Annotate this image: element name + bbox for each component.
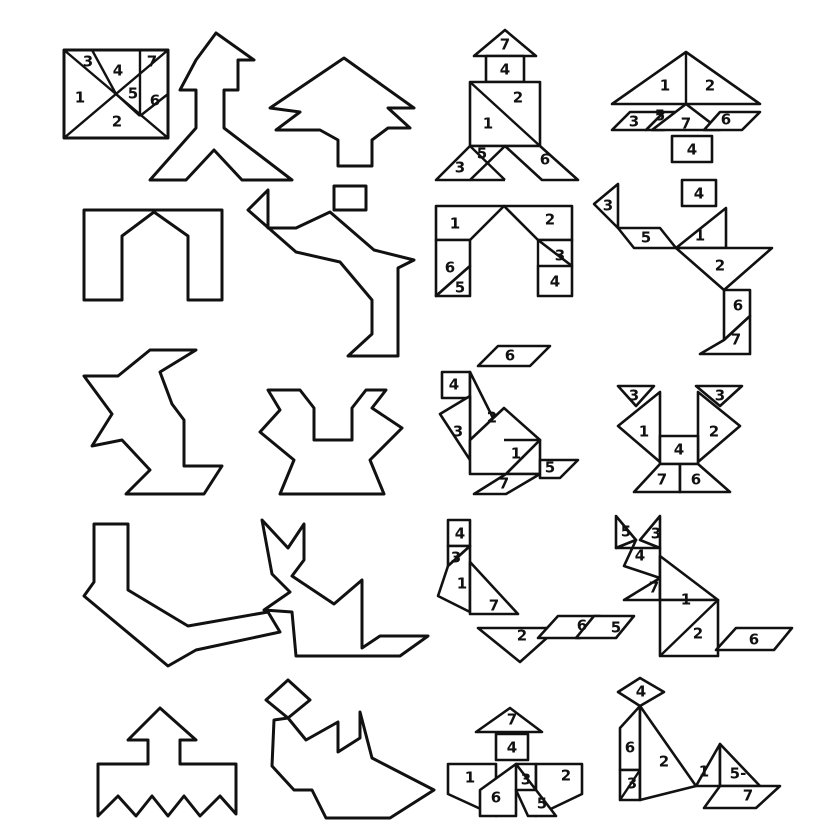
piece-label: 5	[128, 85, 138, 103]
piece-label: 3	[555, 247, 565, 265]
piece-label: 7	[681, 115, 691, 133]
cat-silhouette	[262, 520, 428, 656]
butterfly-solution: 3 3 1 2 4 7 6	[618, 386, 742, 492]
piece-label: 1	[699, 763, 709, 781]
rabbit-silhouette	[84, 350, 222, 494]
piece-label: 4	[507, 739, 517, 757]
piece-label: 7	[500, 36, 510, 54]
arch-solution: 1 2 6 5 3 4	[436, 206, 572, 297]
piece-label: 6	[491, 789, 501, 807]
piece-label: 6	[733, 297, 743, 315]
piece-label: 3	[603, 197, 613, 215]
piece-label: 7	[657, 471, 667, 489]
piece-label: 1	[465, 769, 475, 787]
piece-label: 6	[691, 471, 701, 489]
piece-label: 6	[577, 617, 587, 635]
piece-label: 2	[705, 77, 715, 95]
piece-label: 1	[511, 445, 521, 463]
piece-label: 5	[545, 459, 555, 477]
piece-label: 2	[709, 423, 719, 441]
piece-label: 3	[83, 53, 93, 71]
piece-label: 6	[625, 739, 635, 757]
piece-label: 7	[743, 787, 753, 805]
piece-label: 6	[540, 151, 550, 169]
bowl-silhouette	[260, 390, 402, 494]
cat-solution: 5 3 4 7 1 2 6	[616, 516, 792, 656]
piece-label: 2	[561, 767, 571, 785]
rabbit-solution: 6 4 2 3 1 7 5	[440, 346, 578, 494]
piece-label: 7	[731, 331, 741, 349]
boot-solution: 4 3 1 7 2 6 5	[438, 520, 634, 662]
tangram-square-solution: 3 4 7 1 5 6 2	[64, 50, 168, 138]
piece-label: 1	[681, 591, 691, 609]
piece-label: 5	[621, 523, 631, 541]
piece-label: 1	[450, 215, 460, 233]
piece-label: 5	[641, 229, 651, 247]
piece-label: 3	[451, 549, 461, 567]
swan-solution: 4 6 3 2 1 5- 7	[618, 678, 780, 808]
piece-label: 2	[545, 211, 555, 229]
piece-label: 1	[75, 89, 85, 107]
piece-label: 2	[715, 257, 725, 275]
piece-label: 4	[500, 61, 510, 79]
piece-label: 3	[455, 159, 465, 177]
piece-label: 3	[629, 113, 639, 131]
piece-label: 4	[694, 185, 704, 203]
piece-label: 4	[635, 547, 645, 565]
piece-label: 3	[651, 525, 661, 543]
tree-silhouette	[270, 58, 414, 166]
piece-label: 7	[147, 53, 157, 71]
piece-label: 2	[112, 113, 122, 131]
piece-label: 5	[537, 795, 547, 813]
arch-silhouette	[84, 210, 222, 300]
piece-label: 2	[487, 409, 497, 427]
piece-label: 4	[113, 62, 123, 80]
piece-label: 1	[660, 77, 670, 95]
tree-solution: 1 2 3 5 7 6 4	[612, 52, 760, 162]
piece-label: 5	[611, 619, 621, 637]
piece-label: 7	[649, 579, 659, 597]
crane-solution: 4 3 5 1 2 6 7	[594, 180, 772, 354]
piece-label: 4	[449, 376, 459, 394]
piece-label: 6	[721, 111, 731, 129]
robot-solution: 7 4 1 6 3 5 2	[448, 708, 582, 816]
piece-label: 6	[505, 347, 515, 365]
piece-label: 2	[659, 753, 669, 771]
piece-label: 1	[639, 423, 649, 441]
piece-label: 2	[517, 627, 527, 645]
piece-label: 3	[627, 775, 637, 793]
piece-label: 1	[695, 227, 705, 245]
piece-label: 5-	[730, 765, 747, 783]
boot-silhouette	[84, 524, 280, 666]
piece-label: 7	[507, 711, 517, 729]
swan-silhouette	[266, 680, 434, 818]
robot-silhouette	[98, 708, 236, 816]
piece-label: 5	[655, 107, 665, 125]
piece-label: 3	[629, 387, 639, 405]
piece-label: 3	[715, 387, 725, 405]
piece-label: 1	[457, 575, 467, 593]
piece-label: 6	[749, 631, 759, 649]
crane-silhouette	[248, 186, 414, 356]
piece-label: 3	[453, 423, 463, 441]
piece-label: 2	[693, 625, 703, 643]
piece-label: 2	[513, 89, 523, 107]
tower-solution: 7 4 2 1 3 5 6	[436, 30, 578, 180]
piece-label: 4	[455, 525, 465, 543]
piece-label: 3	[521, 771, 531, 789]
piece-label: 4	[636, 683, 646, 701]
piece-label: 4	[687, 141, 697, 159]
piece-label: 6	[150, 92, 160, 110]
piece-label: 6	[445, 259, 455, 277]
piece-label: 1	[483, 115, 493, 133]
piece-label: 7	[489, 597, 499, 615]
piece-label: 4	[674, 441, 684, 459]
piece-label: 4	[550, 273, 560, 291]
piece-label: 5	[477, 145, 487, 163]
piece-label: 5	[455, 279, 465, 297]
piece-label: 7	[499, 475, 509, 493]
